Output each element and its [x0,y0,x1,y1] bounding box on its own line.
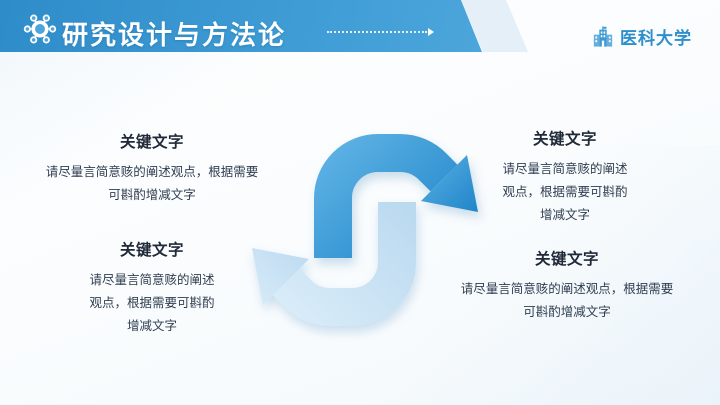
block-body-line: 观点，根据需要可斟酌 [502,185,628,199]
arrow-tip-icon [428,28,434,36]
block-body-line: 观点，根据需要可斟酌 [89,296,215,310]
block-heading: 关键文字 [119,242,184,259]
university-building-icon [593,26,613,47]
text-block-bottom-left: 关键文字 请尽量言简意赅的阐述 观点，根据需要可斟酌 增减文字 [22,238,282,338]
text-block-top-right: 关键文字 请尽量言简意赅的阐述 观点，根据需要可斟酌 增减文字 [435,127,695,227]
block-body-line: 增减文字 [539,208,590,222]
university-logo: 医科大学 [592,24,692,49]
block-body-line: 请尽量言简意赅的阐述观点，根据需要 [460,282,674,296]
block-heading: 关键文字 [119,134,184,151]
block-heading: 关键文字 [532,131,597,148]
block-body-line: 可斟酌增减文字 [108,188,196,202]
block-heading: 关键文字 [534,251,599,268]
header-banner: 研究设计与方法论 [0,0,482,52]
block-body-line: 请尽量言简意赅的阐述观点，根据需要 [45,165,259,179]
slide-title: 研究设计与方法论 [62,20,287,50]
university-name: 医科大学 [620,29,692,48]
block-body-line: 请尽量言简意赅的阐述 [89,273,215,287]
dotted-arrow-line [327,28,434,36]
block-body-line: 可斟酌增减文字 [523,305,611,319]
block-body-line: 增减文字 [126,319,177,333]
block-body-line: 请尽量言简意赅的阐述 [502,162,628,176]
text-block-top-left: 关键文字 请尽量言简意赅的阐述观点，根据需要 可斟酌增减文字 [22,130,282,207]
molecule-network-icon [23,14,57,44]
text-block-bottom-right: 关键文字 请尽量言简意赅的阐述观点，根据需要 可斟酌增减文字 [437,247,697,324]
